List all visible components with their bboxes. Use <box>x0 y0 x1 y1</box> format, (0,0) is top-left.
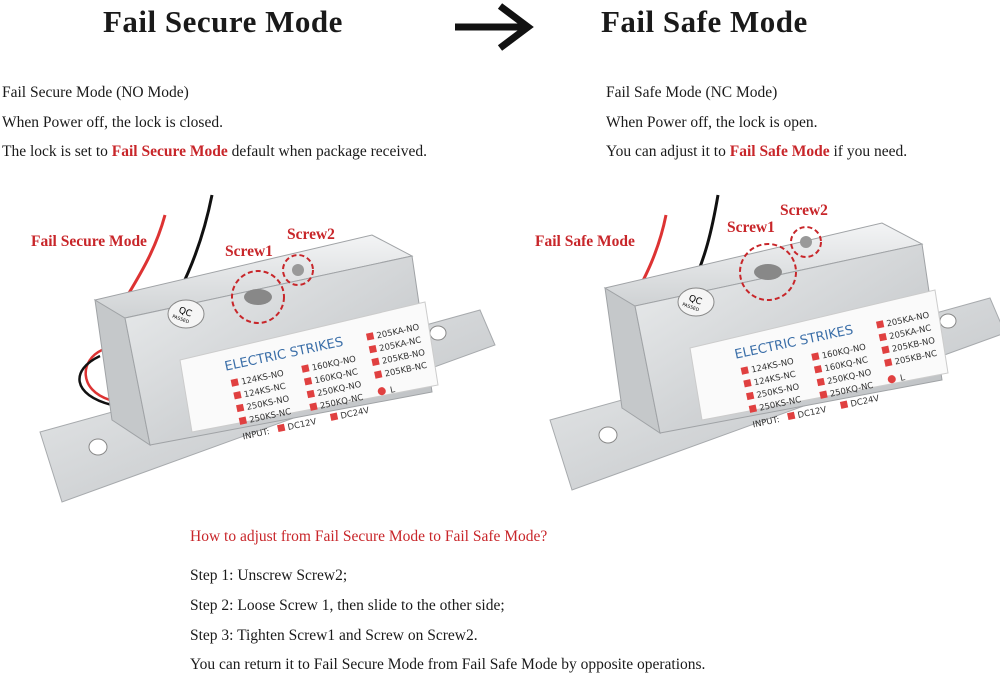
qc-sticker: QC <box>687 294 703 308</box>
left-line-3: The lock is set to Fail Secure Mode defa… <box>2 143 427 161</box>
right-line-2: When Power off, the lock is open. <box>606 114 818 131</box>
screw1-icon <box>244 289 272 305</box>
text: default when package received. <box>227 143 427 160</box>
right-mode-callout: Fail Safe Mode <box>535 233 635 250</box>
screw2-icon <box>292 264 304 276</box>
right-line-3: You can adjust it to Fail Safe Mode if y… <box>606 143 907 161</box>
instruction-step: Step 3: Tighten Screw1 and Screw on Scre… <box>190 627 478 644</box>
checkbox-icon <box>878 332 887 342</box>
right-line-1: Fail Safe Mode (NC Mode) <box>606 84 778 101</box>
text: if you need. <box>829 143 908 160</box>
checkbox-icon <box>368 344 377 354</box>
checkbox-icon <box>236 403 245 413</box>
text: You can adjust it to <box>606 143 730 160</box>
left-line-2: When Power off, the lock is closed. <box>2 114 223 131</box>
checkbox-icon <box>813 365 823 374</box>
qc-sticker-sub: PASSED <box>171 314 190 326</box>
screw1-icon <box>754 264 782 280</box>
checkbox-icon <box>303 377 313 386</box>
checkbox-icon <box>839 400 849 409</box>
left-mode-callout: Fail Secure Mode <box>31 233 147 250</box>
screw1-highlight <box>231 270 285 324</box>
dot-icon <box>377 387 386 396</box>
left-screw1-callout: Screw1 <box>225 243 273 260</box>
checkbox-icon <box>329 412 339 421</box>
l-label: L <box>389 385 396 396</box>
checkbox-icon <box>306 389 315 399</box>
checkbox-icon <box>875 320 885 329</box>
screw1-highlight <box>739 243 797 301</box>
checkbox-icon <box>881 345 890 354</box>
screw2-icon <box>800 236 812 248</box>
checkbox-icon <box>743 379 752 388</box>
right-screw2-callout: Screw2 <box>780 202 828 219</box>
left-line-1: Fail Secure Mode (NO Mode) <box>2 84 189 101</box>
qc-sticker: QC <box>177 306 193 320</box>
left-screw2-callout: Screw2 <box>287 226 335 243</box>
checkbox-icon <box>371 357 380 366</box>
checkbox-icon <box>233 391 242 400</box>
qc-sticker-sub: PASSED <box>681 302 700 314</box>
checkbox-icon <box>238 416 248 425</box>
checkbox-icon <box>748 404 758 413</box>
highlight: Fail Safe Mode <box>729 143 830 160</box>
dot-icon <box>887 375 896 384</box>
checkbox-icon <box>746 391 755 401</box>
instruction-step: Step 2: Loose Screw 1, then slide to the… <box>190 597 505 614</box>
l-label: L <box>899 373 906 384</box>
checkbox-icon <box>277 423 286 433</box>
screw2-highlight <box>790 226 822 258</box>
checkbox-icon <box>811 352 820 361</box>
instruction-step: Step 1: Unscrew Screw2; <box>190 567 348 584</box>
checkbox-icon <box>787 411 796 421</box>
right-screw1-callout: Screw1 <box>727 219 775 236</box>
right-title: Fail Safe Mode <box>601 4 808 39</box>
dc12-label: DC12V <box>797 405 828 421</box>
checkbox-icon <box>374 370 383 379</box>
checkbox-icon <box>365 332 375 341</box>
screw2-highlight <box>282 254 314 286</box>
instructions-question: How to adjust from Fail Secure Mode to F… <box>190 528 548 545</box>
left-title: Fail Secure Mode <box>103 4 343 39</box>
text: The lock is set to <box>2 143 112 160</box>
checkbox-icon <box>740 366 749 375</box>
checkbox-icon <box>301 364 310 373</box>
dc12-label: DC12V <box>287 417 318 433</box>
checkbox-icon <box>230 378 239 387</box>
highlight: Fail Secure Mode <box>111 143 228 160</box>
instruction-step: You can return it to Fail Secure Mode fr… <box>190 656 706 673</box>
checkbox-icon <box>309 402 318 411</box>
checkbox-icon <box>816 377 825 387</box>
checkbox-icon <box>819 390 828 399</box>
checkbox-icon <box>884 358 893 367</box>
